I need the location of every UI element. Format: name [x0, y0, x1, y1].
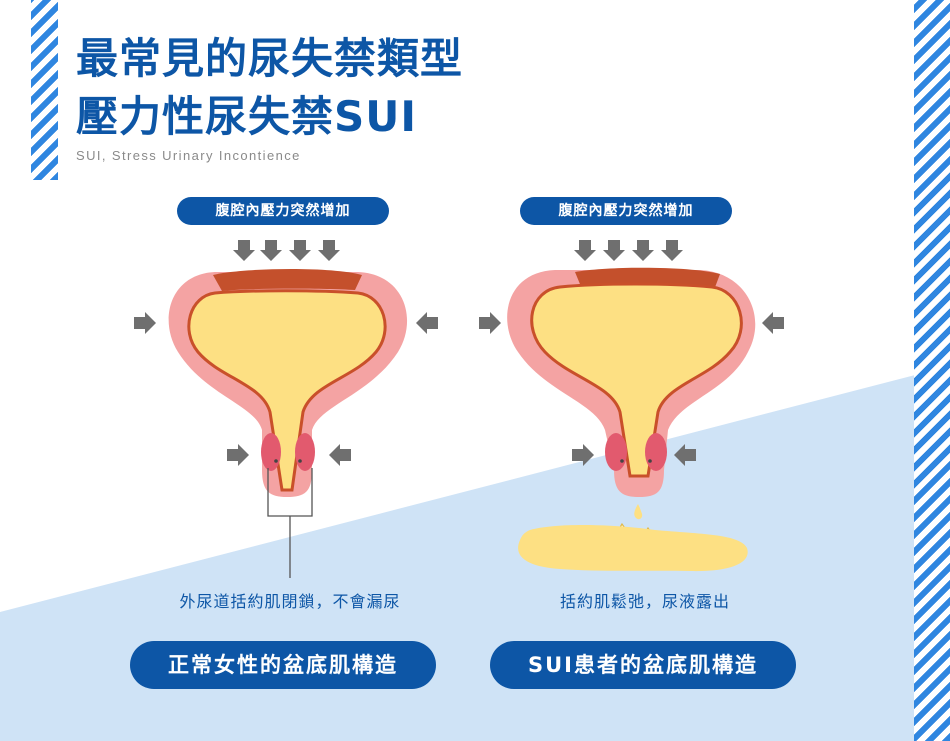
label-sui-pelvic-floor: SUI患者的盆底肌構造 — [490, 641, 796, 689]
sphincter-right — [645, 433, 667, 471]
label-normal-pelvic-floor: 正常女性的盆底肌構造 — [130, 641, 436, 689]
arrow-right-icon — [227, 444, 249, 466]
urine-puddle — [518, 525, 748, 572]
arrow-left-icon — [416, 312, 438, 334]
arrow-left-icon — [674, 444, 696, 466]
page-title: 最常見的尿失禁類型 — [76, 34, 464, 83]
arrow-down-icon — [661, 240, 683, 261]
caption-sui: 括約肌鬆弛，尿液露出 — [559, 592, 730, 611]
decorative-stripe-left — [31, 0, 58, 180]
decorative-stripe-right — [914, 0, 950, 741]
arrow-right-icon — [479, 312, 501, 334]
pressure-arrows-top-left — [233, 240, 340, 261]
drop-icon — [634, 504, 643, 520]
callout-line — [267, 468, 313, 578]
normal-bladder-diagram — [134, 240, 438, 578]
arrow-left-icon — [329, 444, 351, 466]
arrow-down-icon — [318, 240, 340, 261]
arrow-right-icon — [134, 312, 156, 334]
sphincter-left — [261, 433, 281, 471]
arrow-down-icon — [260, 240, 282, 261]
detrusor-muscle-top — [213, 268, 362, 291]
arrow-left-icon — [762, 312, 784, 334]
bladder-urine — [187, 289, 387, 492]
caption-normal: 外尿道括約肌閉鎖，不會漏尿 — [179, 592, 401, 611]
page-subtitle: SUI, Stress Urinary Incontience — [76, 148, 301, 163]
pressure-label-right: 腹腔內壓力突然增加 — [520, 197, 732, 225]
sphincter-right — [295, 433, 315, 471]
arrow-down-icon — [233, 240, 255, 261]
arrow-down-icon — [603, 240, 625, 261]
sui-bladder-diagram — [479, 240, 784, 572]
arrow-down-icon — [289, 240, 311, 261]
arrow-right-icon — [572, 444, 594, 466]
page-title-secondary: 壓力性尿失禁SUI — [76, 92, 417, 141]
pressure-arrows-top-right — [574, 240, 683, 261]
pressure-label-left: 腹腔內壓力突然增加 — [177, 197, 389, 225]
arrow-down-icon — [632, 240, 654, 261]
bladder-urine — [530, 282, 743, 478]
arrow-down-icon — [574, 240, 596, 261]
sphincter-left — [605, 433, 627, 471]
